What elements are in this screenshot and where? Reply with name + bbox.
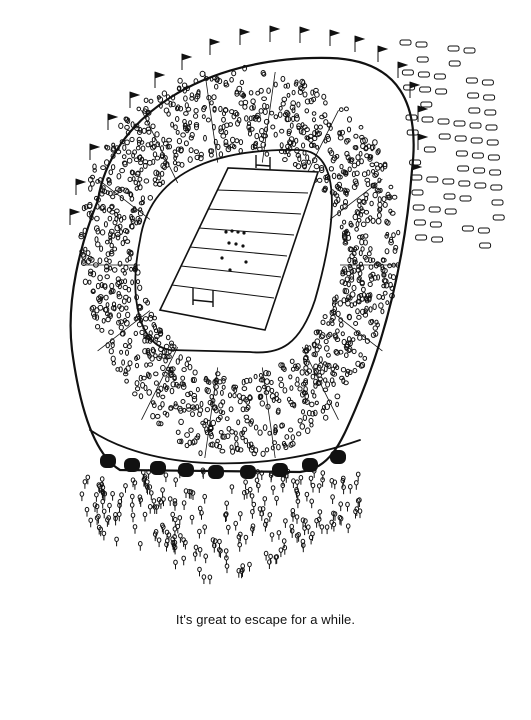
goal-posts <box>192 155 271 307</box>
stadium-illustration <box>69 25 505 585</box>
entrance-arches <box>100 450 346 479</box>
football-field <box>158 155 320 331</box>
parking-lot-cars <box>399 39 505 249</box>
players <box>220 229 248 272</box>
pennant-flags <box>69 25 429 225</box>
entrance-crowd <box>79 467 363 585</box>
caption: It's great to escape for a while. <box>175 612 356 627</box>
stadium-outer-rim <box>69 56 415 474</box>
stadium-facade <box>89 429 361 465</box>
crowd-stands <box>78 64 401 459</box>
